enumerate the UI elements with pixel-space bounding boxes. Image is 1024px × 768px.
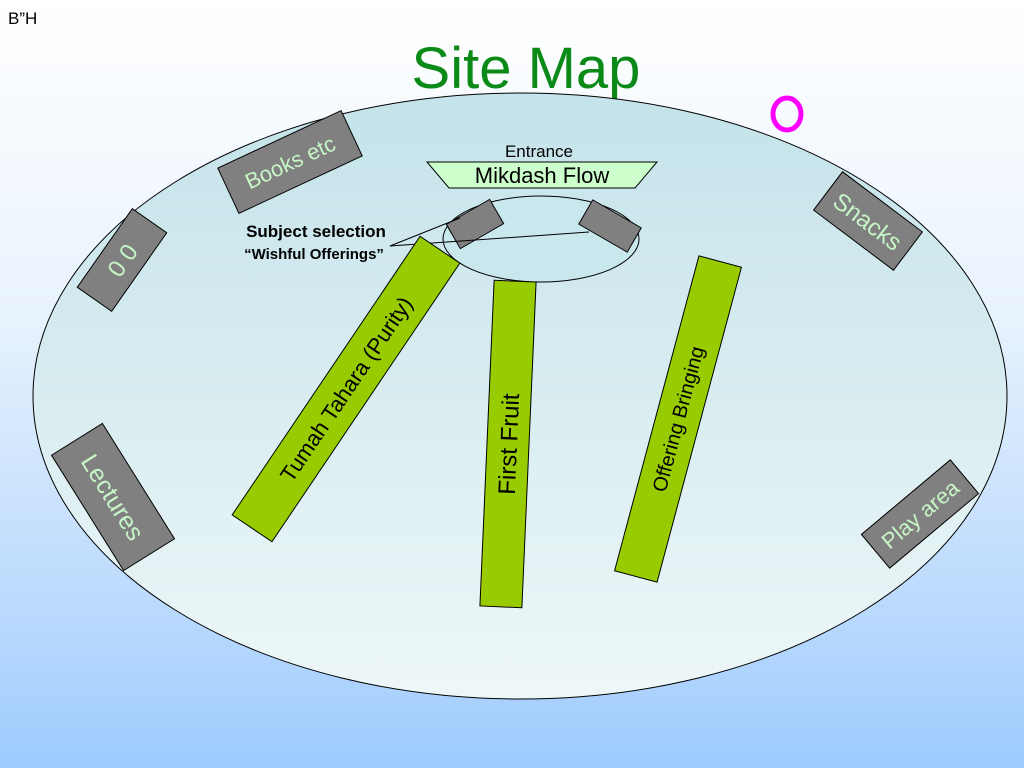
subject-selection-subtitle: “Wishful Offerings” [244, 246, 384, 263]
subject-booth-left[interactable] [445, 198, 505, 250]
entrance-banner-label: Mikdash Flow [475, 163, 610, 188]
entrance-label: Entrance [505, 142, 573, 161]
marker-circle [770, 95, 804, 133]
corner-mark: B”H [8, 9, 37, 28]
path-first-fruit-label: First Fruit [494, 393, 525, 496]
subject-booth-right[interactable] [578, 199, 642, 253]
entrance-banner[interactable] [425, 161, 659, 189]
subject-selection-title: Subject selection [246, 222, 386, 241]
booth-zero[interactable]: 0 0 [76, 207, 168, 313]
page-title: Site Map [412, 36, 641, 101]
path-offering[interactable]: Offering Bringing [613, 255, 743, 583]
callout-line-1 [389, 217, 461, 247]
path-first-fruit[interactable]: First Fruit [479, 279, 537, 609]
